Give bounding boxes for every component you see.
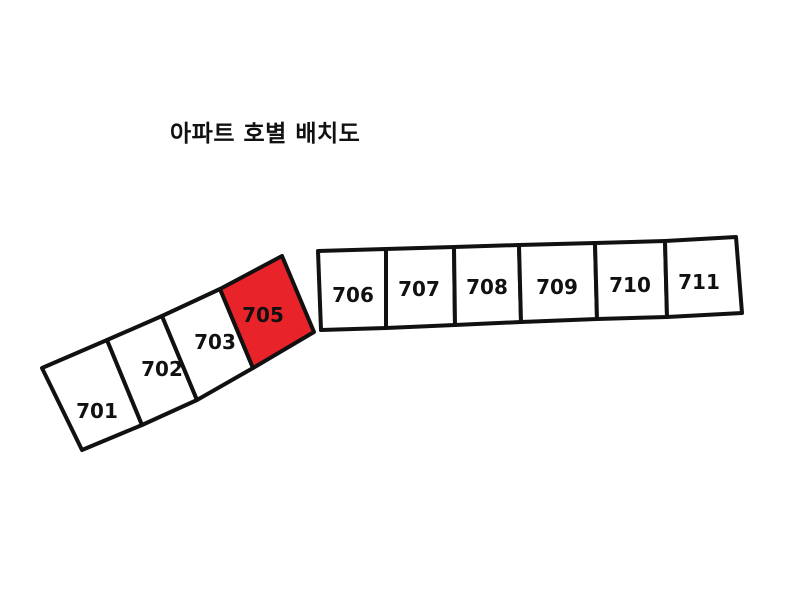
unit-705-shape[interactable] [218, 254, 316, 370]
unit-711-label: 711 [678, 270, 720, 294]
unit-706[interactable]: 706 [316, 247, 388, 332]
unit-707[interactable]: 707 [384, 245, 457, 330]
unit-708-label: 708 [466, 275, 508, 299]
unit-701-label: 701 [76, 399, 118, 423]
unit-711-shape[interactable] [663, 235, 744, 319]
unit-702-label: 702 [141, 357, 183, 381]
unit-709[interactable]: 709 [517, 241, 599, 324]
unit-707-label: 707 [398, 277, 440, 301]
unit-709-label: 709 [536, 275, 578, 299]
unit-710[interactable]: 710 [593, 239, 669, 321]
left-wing: 701 702 703 705 [40, 254, 316, 452]
diagram-title: 아파트 호별 배치도 [170, 121, 361, 147]
right-wing: 706 707 708 709 710 711 [316, 235, 744, 332]
unit-703-label: 703 [194, 330, 236, 354]
unit-711[interactable]: 711 [663, 235, 744, 319]
unit-705[interactable]: 705 [218, 254, 316, 370]
unit-706-label: 706 [332, 283, 374, 307]
unit-705-label: 705 [242, 303, 284, 327]
unit-710-label: 710 [609, 273, 651, 297]
unit-708[interactable]: 708 [452, 243, 523, 327]
